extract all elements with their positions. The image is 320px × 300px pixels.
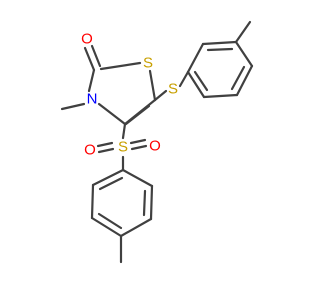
bond-so2-or-2 — [130, 144, 148, 151]
bond-so2-ol-2 — [97, 147, 115, 154]
atom-sulfur-ring: S — [143, 55, 153, 72]
atom-oxygen-carbonyl: O — [81, 31, 93, 48]
bond-ar1-6 — [186, 70, 206, 99]
bond-ar2-inner-3 — [98, 176, 124, 191]
atom-oxygen-sulfonyl-right: O — [149, 138, 161, 155]
bond-ar1-methyl — [234, 20, 252, 44]
bond-ar1-inner-3 — [193, 70, 209, 92]
bond-ar2-3 — [119, 217, 153, 238]
molecule-structure: O S N S S O O — [60, 20, 254, 264]
bond-c2-s1 — [99, 61, 142, 71]
bond-ar1-4 — [235, 64, 254, 97]
bond-ar2-6 — [91, 168, 125, 187]
bond-ar2-4 — [90, 216, 123, 238]
bond-ar2-5 — [90, 183, 95, 220]
bond-n3-methyl — [60, 102, 86, 111]
bond-c2-o-inner — [90, 44, 102, 68]
bond-ar1-inner-1 — [206, 47, 234, 52]
bond-ar2-inner-2 — [97, 212, 123, 230]
atom-sulfur-thioether: S — [168, 81, 178, 98]
bond-ar1-2 — [201, 40, 238, 46]
bond-ar1-inner-2 — [230, 65, 246, 91]
bond-c4-n3 — [97, 102, 127, 126]
bond-ar1-1 — [186, 42, 205, 74]
bond-ar1-5 — [202, 93, 239, 99]
bond-so2-ol — [96, 141, 114, 148]
bond-s1-c5 — [148, 69, 157, 102]
bond-ar1-3 — [234, 40, 254, 68]
bond-ar2-inner-1 — [142, 189, 147, 217]
bond-c5-s-thio — [153, 89, 168, 102]
bond-so2-or — [129, 138, 147, 145]
bond-c2-o — [83, 46, 96, 72]
atom-nitrogen: N — [87, 91, 98, 108]
atom-sulfur-sulfonyl: S — [118, 139, 128, 156]
bond-n3-c2 — [87, 68, 96, 93]
bond-ar2-1 — [121, 168, 154, 188]
bond-c5-c4-inner — [124, 104, 151, 126]
bond-s-thio-aryl — [178, 70, 190, 88]
bond-ar2-2 — [149, 184, 154, 221]
bond-c4-so2 — [121, 122, 127, 140]
atom-oxygen-sulfonyl-left: O — [84, 142, 96, 159]
